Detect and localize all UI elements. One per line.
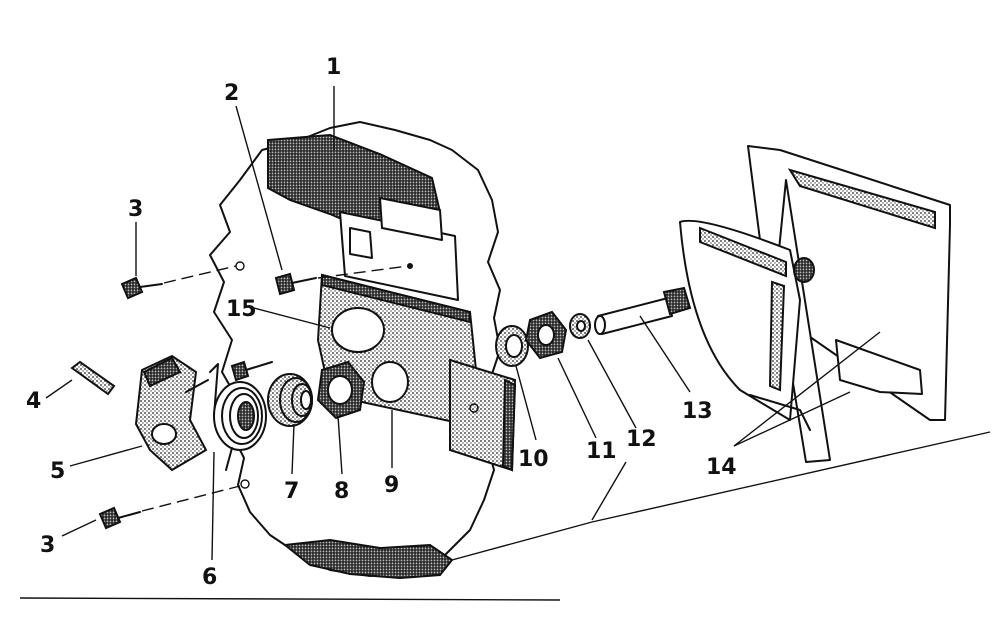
part-9-main-plate [316, 273, 517, 472]
callout-8: 8 [334, 479, 349, 504]
callout-2: 2 [224, 81, 239, 106]
callout-3-lower: 3 [40, 533, 55, 558]
callout-14: 14 [706, 455, 737, 480]
callout-7: 7 [284, 479, 299, 504]
part-11-nut [524, 310, 568, 360]
callout-3-upper: 3 [128, 197, 143, 222]
part-12-washer [569, 313, 591, 339]
callout-15: 15 [226, 297, 257, 322]
part-8-nut [316, 360, 366, 420]
callout-5: 5 [50, 459, 65, 484]
callout-11: 11 [586, 439, 617, 464]
callout-10: 10 [518, 447, 549, 472]
part-1-top-bracket [267, 133, 459, 301]
part-6-spring [209, 363, 267, 471]
callout-9: 9 [384, 473, 399, 498]
part-3-upper-screw [120, 265, 237, 300]
leader-lines [19, 86, 991, 601]
callout-4: 4 [26, 389, 41, 414]
pivot-screw [230, 360, 273, 382]
part-14-housing [679, 145, 951, 463]
part-2-screw [274, 265, 409, 296]
part-13-bolt [594, 286, 692, 335]
callout-1: 1 [326, 55, 341, 80]
callouts: 1 2 3 3 4 5 6 7 8 9 10 11 12 13 14 15 [26, 55, 737, 590]
part-7-coil [267, 373, 313, 427]
part-3-lower-screw [98, 485, 241, 530]
callout-12: 12 [626, 427, 657, 452]
part-5-lever [134, 354, 209, 472]
callout-6: 6 [202, 565, 217, 590]
part-4-pin [70, 360, 116, 396]
callout-13: 13 [682, 399, 713, 424]
part-10-washer [495, 325, 529, 367]
